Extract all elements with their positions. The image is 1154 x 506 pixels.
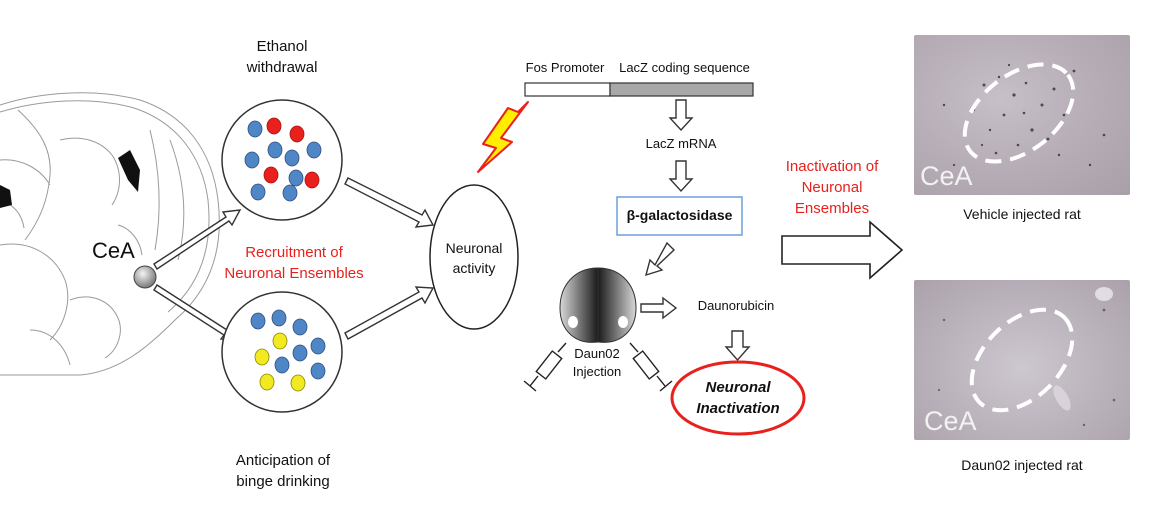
labeled-cells-sparse xyxy=(937,308,1116,427)
label-cea-brain: CeA xyxy=(92,238,135,263)
cea-dashed-outline xyxy=(962,62,1076,164)
label-lacz-mrna: LacZ mRNA xyxy=(645,136,717,151)
caption-daun02: Daun02 injected rat xyxy=(961,457,1083,473)
brain-section-outline xyxy=(0,92,220,376)
big-arrow-to-results xyxy=(781,220,904,280)
label-neuronal-inactivation: Neuronal Inactivation xyxy=(696,379,780,417)
syringe-right-icon xyxy=(629,342,673,392)
brain-ventricle xyxy=(118,150,140,192)
label-inactivation-ensembles: Inactivation of Neuronal Ensembles xyxy=(785,158,879,217)
lightning-icon xyxy=(477,101,529,173)
label-beta-galactosidase: β-galactosidase xyxy=(626,207,733,223)
label-neuronal-activity: Neuronal activity xyxy=(445,240,503,276)
fos-promoter-bar xyxy=(524,82,611,97)
photo-cea-label-top: CeA xyxy=(920,161,973,191)
label-daun02-injection: Daun02 Injection xyxy=(572,346,622,379)
arrow-betagal-to-brain xyxy=(644,241,676,277)
photo-vehicle-overlay xyxy=(942,62,1106,167)
neuron-dots-anticipation xyxy=(250,309,326,392)
label-anticipation: Anticipation of binge drinking xyxy=(235,452,331,490)
arrow-cea-to-ethanol xyxy=(153,209,242,270)
photo-daun02-injected: CeA xyxy=(914,280,1130,440)
arrow-mrna-to-betagal xyxy=(668,160,694,193)
beta-galactosidase-box xyxy=(616,196,743,236)
brain-coronal-icon xyxy=(559,267,637,343)
label-daunorubicin: Daunorubicin xyxy=(697,298,775,313)
cea-dashed-outline-2 xyxy=(969,307,1075,413)
photo-daun02-overlay xyxy=(937,287,1116,427)
arrow-anticipation-to-activity xyxy=(344,286,435,340)
label-fos-promoter: Fos Promoter xyxy=(525,60,605,75)
arrow-gene-to-mrna xyxy=(668,99,694,132)
neuron-dots-ethanol xyxy=(244,117,322,202)
label-recruitment: Recruitment of Neuronal Ensembles xyxy=(224,244,364,282)
lacz-coding-bar xyxy=(609,82,754,97)
arrow-brain-to-daunorubicin xyxy=(640,296,678,320)
brain-ventricle-small xyxy=(0,185,12,208)
label-ethanol-withdrawal: Ethanol withdrawal xyxy=(246,38,318,76)
neuronal-inactivation-outcome xyxy=(670,360,806,436)
arrow-daunorubicin-to-inactivation xyxy=(724,330,751,362)
cea-marker xyxy=(133,265,157,289)
tissue-artifact-2 xyxy=(1053,385,1071,411)
label-lacz-coding: LacZ coding sequence xyxy=(619,60,750,75)
neuronal-activity-node xyxy=(429,184,519,330)
tissue-artifact xyxy=(1095,287,1113,301)
labeled-cells-dense xyxy=(942,63,1106,167)
photo-vehicle-injected: CeA xyxy=(914,35,1130,195)
arrow-ethanol-to-activity xyxy=(344,177,435,228)
photo-cea-label-bottom: CeA xyxy=(924,406,977,436)
ensemble-circle-ethanol xyxy=(221,99,343,221)
ensemble-circle-anticipation xyxy=(221,291,343,413)
syringe-left-icon xyxy=(523,342,567,392)
caption-vehicle: Vehicle injected rat xyxy=(963,206,1081,222)
